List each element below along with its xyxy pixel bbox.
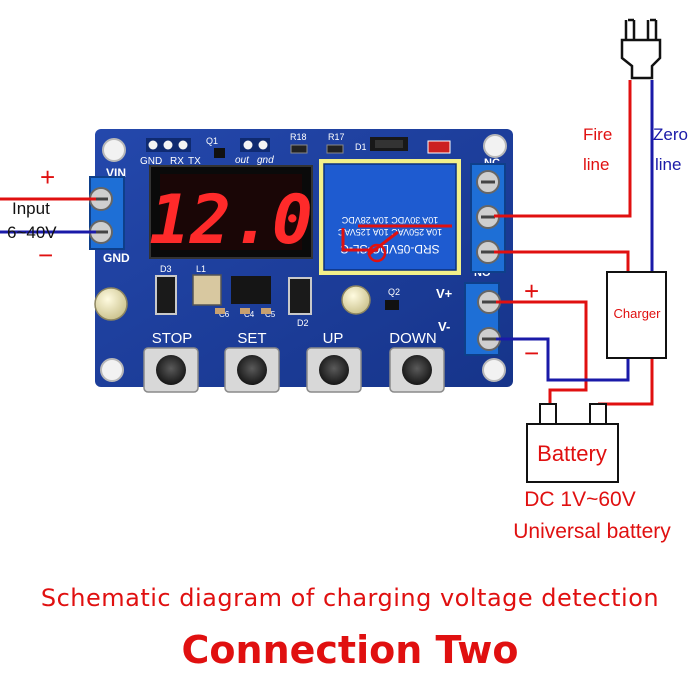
zero-line-label-1: Zero bbox=[653, 125, 688, 144]
input-labels: Input 6~40V bbox=[7, 199, 57, 242]
label-q1: Q1 bbox=[206, 136, 218, 146]
relay-rating-1: 10A 250VAC 10A 125VAC bbox=[337, 227, 442, 237]
fire-line-label-2: line bbox=[583, 155, 609, 174]
down-button[interactable] bbox=[389, 347, 445, 393]
relay: SRD-05VDC-SL-C 10A 250VAC 10A 125VAC 10A… bbox=[319, 159, 461, 275]
annotations-blue: Zero line bbox=[653, 125, 688, 174]
label-d2: D2 bbox=[297, 318, 309, 328]
input-minus-sign: − bbox=[38, 240, 53, 270]
relay-terminal-block bbox=[470, 163, 506, 273]
zero-line-label-2: line bbox=[655, 155, 681, 174]
label-header-tx: TX bbox=[188, 156, 201, 167]
label-gnd-small: gnd bbox=[257, 155, 274, 166]
label-d3: D3 bbox=[160, 264, 172, 274]
battery-plus-sign: + bbox=[524, 276, 539, 306]
relay-model-text: SRD-05VDC-SL-C bbox=[340, 242, 440, 256]
up-button-label: UP bbox=[323, 330, 344, 347]
battery-universal-label: Universal battery bbox=[513, 520, 671, 543]
wires bbox=[0, 80, 654, 406]
charger: Charger bbox=[606, 271, 667, 359]
fire-line-label-1: Fire bbox=[583, 125, 612, 144]
input-label: Input bbox=[12, 199, 50, 218]
seven-segment-display: 12.0 bbox=[149, 165, 313, 260]
label-vminus: V- bbox=[438, 319, 450, 334]
down-button-label: DOWN bbox=[389, 330, 437, 347]
smd-components bbox=[155, 137, 451, 315]
set-button[interactable] bbox=[224, 347, 280, 393]
input-plus-sign: + bbox=[40, 162, 55, 192]
label-vplus: V+ bbox=[436, 286, 453, 301]
relay-rating-2: 10A 30VDC 10A 28VDC bbox=[341, 215, 438, 225]
battery: Battery bbox=[526, 403, 619, 483]
uart-header bbox=[146, 138, 270, 152]
charger-label: Charger bbox=[614, 306, 662, 321]
up-button[interactable] bbox=[306, 347, 362, 393]
label-out: out bbox=[235, 155, 250, 166]
label-c6: C6 bbox=[219, 310, 230, 319]
stop-button[interactable] bbox=[143, 347, 199, 393]
annotations: + − Fire line + − DC 1V~60V Universal ba… bbox=[38, 125, 671, 543]
label-gnd: GND bbox=[103, 251, 130, 265]
push-buttons: STOP SET UP DOWN bbox=[143, 330, 445, 393]
label-d1: D1 bbox=[355, 142, 367, 152]
label-header-rx: RX bbox=[170, 156, 184, 167]
label-c5: C5 bbox=[265, 310, 276, 319]
battery-dc-range: DC 1V~60V bbox=[524, 488, 635, 511]
input-terminal-block bbox=[89, 176, 125, 250]
pcb-silkscreen: GND RX TX Q1 out gnd R18 R17 D1 VIN GND … bbox=[103, 132, 500, 334]
battery-label: Battery bbox=[537, 441, 607, 466]
input-range-label: 6~40V bbox=[7, 223, 57, 242]
label-header-gnd: GND bbox=[140, 156, 162, 167]
battery-terminal-block bbox=[464, 282, 501, 356]
battery-minus-sign: − bbox=[524, 338, 539, 368]
relay-contact-icon bbox=[367, 243, 387, 263]
label-l1: L1 bbox=[196, 264, 206, 274]
caption-line-1: Schematic diagram of charging voltage de… bbox=[40, 584, 660, 612]
label-r18: R18 bbox=[290, 132, 307, 142]
power-plug-icon bbox=[620, 18, 662, 80]
display-value: 12.0 bbox=[149, 181, 313, 260]
label-r17: R17 bbox=[328, 132, 345, 142]
caption-line-2: Connection Two bbox=[181, 628, 519, 672]
label-q2: Q2 bbox=[388, 287, 400, 297]
label-c4: C4 bbox=[244, 310, 255, 319]
stop-button-label: STOP bbox=[152, 330, 193, 347]
set-button-label: SET bbox=[237, 330, 266, 347]
